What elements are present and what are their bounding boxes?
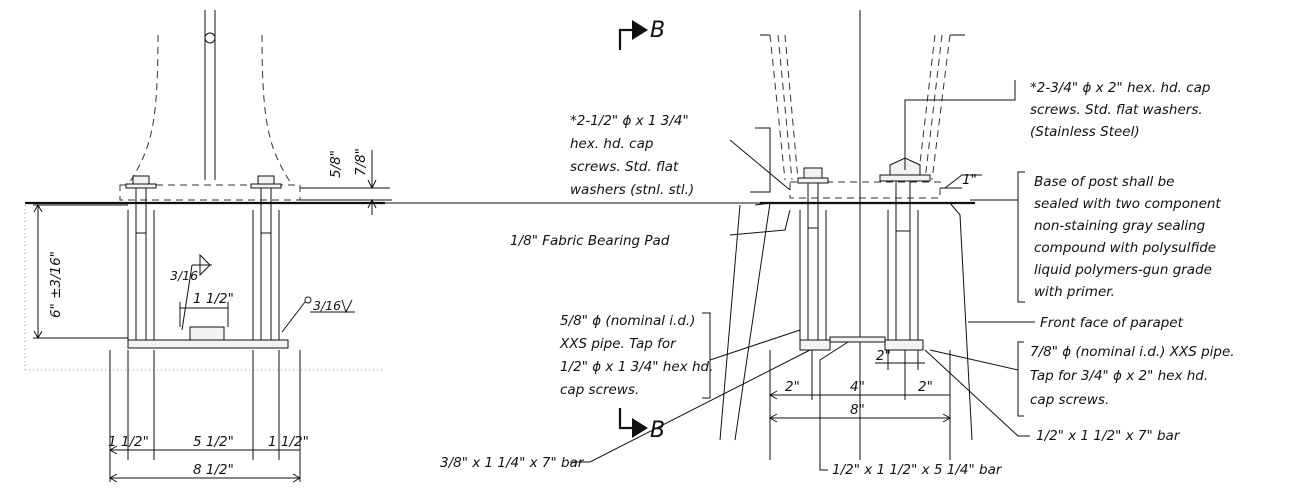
note-sealing-line-2: sealed with two component <box>1034 196 1221 212</box>
note-large-screws: *2-3/4" ϕ x 2" hex. hd. cap screws. Std.… <box>1030 80 1215 140</box>
section-label-b-top: B <box>650 18 665 43</box>
note-sealing-line-4: compound with polysulfide <box>1034 240 1216 256</box>
note-large-pipe-line-1: 7/8" ϕ (nominal i.d.) XXS pipe. <box>1030 344 1235 360</box>
label-bar-left: 3/8" x 1 1/4" x 7" bar <box>440 455 585 471</box>
note-large-pipe: 7/8" ϕ (nominal i.d.) XXS pipe. Tap for … <box>1030 344 1239 408</box>
left-dim-5-8: 5/8" <box>328 150 344 178</box>
anchor-bolt-right <box>250 175 282 340</box>
note-small-screws-line-1: *2-1/2" ϕ x 1 3/4" <box>570 113 689 129</box>
left-dim-7-8: 7/8" <box>353 148 369 176</box>
note-large-screws-line-1: *2-3/4" ϕ x 2" hex. hd. cap <box>1030 80 1210 96</box>
note-large-screws-line-3: (Stainless Steel) <box>1030 124 1140 140</box>
note-small-pipe: 5/8" ϕ (nominal i.d.) XXS pipe. Tap for … <box>559 313 718 398</box>
left-view-labels: 5/8" 7/8" 6" ±3/16" 3/16 3/16 1 1/2" 1 1… <box>48 148 369 478</box>
anchor-bolt-left <box>125 175 157 340</box>
note-large-pipe-line-2: Tap for 3/4" ϕ x 2" hex hd. <box>1030 368 1208 384</box>
note-sealing: Base of post shall be sealed with two co… <box>1034 174 1225 300</box>
dim-2-inch-left: 2" <box>785 379 800 395</box>
left-bottom-bar <box>127 339 289 349</box>
dim-4-inch: 4" <box>850 379 865 395</box>
label-bar-center: 1/2" x 1 1/2" x 5 1/4" bar <box>832 462 1003 478</box>
label-bearing-pad: 1/8" Fabric Bearing Pad <box>510 233 670 249</box>
section-marker-bottom: B <box>618 408 665 443</box>
right-center-bar <box>829 336 886 343</box>
left-dim-spacing-left: 1 1/2" <box>108 434 149 450</box>
dim-2-inch-right: 2" <box>918 379 933 395</box>
note-small-pipe-line-4: cap screws. <box>560 382 639 398</box>
label-bar-right: 1/2" x 1 1/2" x 7" bar <box>1036 428 1181 444</box>
note-small-screws-line-2: hex. hd. cap <box>570 136 653 152</box>
left-dim-spacing-mid: 5 1/2" <box>193 434 234 450</box>
left-weld-label-b: 3/16 <box>313 298 341 313</box>
right-large-bolt <box>879 157 931 351</box>
note-sealing-line-5: liquid polymers-gun grade <box>1034 262 1212 278</box>
dim-2-inch-center: 2" <box>876 348 891 364</box>
label-front-face: Front face of parapet <box>1040 315 1184 331</box>
left-dim-height: 6" ±3/16" <box>48 251 64 318</box>
left-dim-spacing-right: 1 1/2" <box>268 434 309 450</box>
note-sealing-line-1: Base of post shall be <box>1034 174 1174 190</box>
note-small-pipe-line-3: 1/2" ϕ x 1 3/4" hex hd. <box>560 359 713 375</box>
left-dim-bar: 1 1/2" <box>193 291 234 307</box>
section-marker-top: B <box>618 18 665 50</box>
section-label-b-bottom: B <box>650 418 665 443</box>
note-small-screws-line-3: screws. Std. flat <box>570 159 679 175</box>
right-small-bolt <box>797 167 831 351</box>
note-small-screws-line-4: washers (stnl. stl.) <box>570 182 694 198</box>
left-weld-label-a: 3/16 <box>170 268 198 283</box>
note-sealing-line-6: with primer. <box>1034 284 1115 300</box>
note-small-pipe-line-1: 5/8" ϕ (nominal i.d.) <box>560 313 695 329</box>
dim-1-inch: 1" <box>962 172 977 188</box>
note-small-screws: *2-1/2" ϕ x 1 3/4" hex. hd. cap screws. … <box>570 113 694 198</box>
note-small-pipe-line-2: XXS pipe. Tap for <box>559 336 677 352</box>
right-view-leaders <box>570 80 1035 471</box>
left-dim-total: 8 1/2" <box>193 462 234 478</box>
right-section-view <box>719 10 982 460</box>
left-elevation-view <box>24 10 392 483</box>
note-large-pipe-line-3: cap screws. <box>1030 392 1109 408</box>
right-view-labels: *2-1/2" ϕ x 1 3/4" hex. hd. cap screws. … <box>440 80 1239 478</box>
note-sealing-line-3: non-staining gray sealing <box>1034 218 1206 234</box>
note-large-screws-line-2: screws. Std. flat washers. <box>1030 102 1203 118</box>
left-center-block <box>189 326 225 341</box>
dim-8-inch: 8" <box>850 402 865 418</box>
